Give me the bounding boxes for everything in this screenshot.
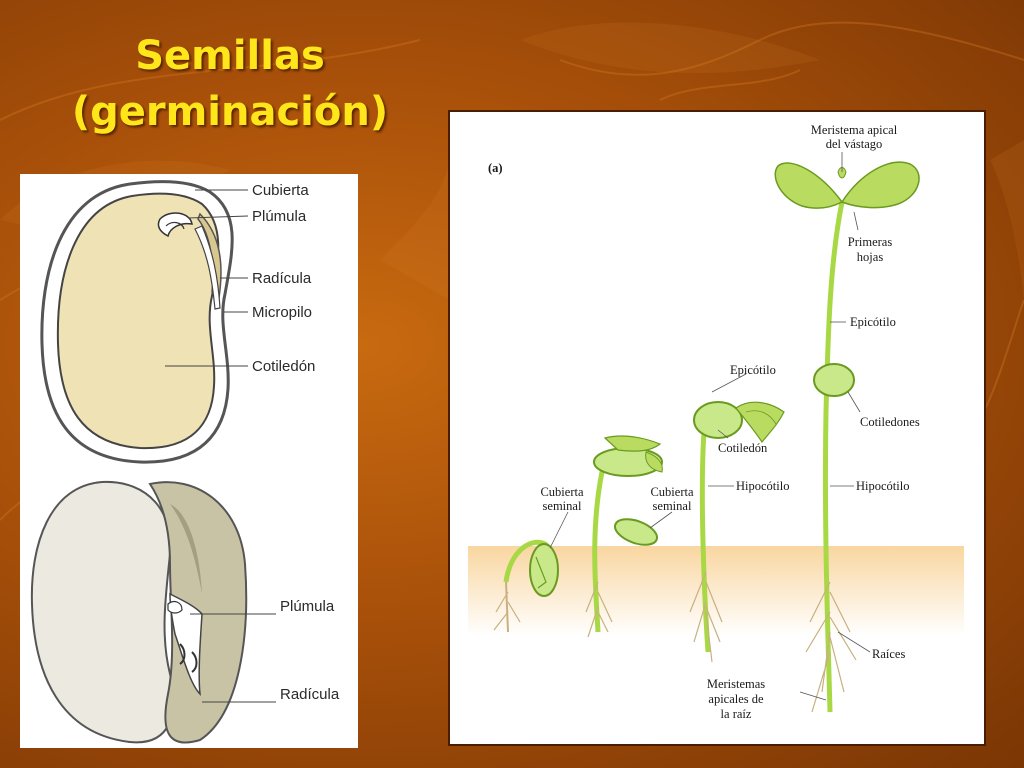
label-epicotilo-mid: Epicótilo bbox=[730, 363, 776, 377]
label-epicotilo-tall: Epicótilo bbox=[850, 315, 896, 329]
label-radicula-bottom: Radícula bbox=[280, 686, 340, 703]
label-cubierta-seminal-2a: Cubierta bbox=[650, 485, 693, 499]
seed-anatomy-panel: Cubierta Plúmula Radícula Micropilo Coti… bbox=[20, 174, 358, 748]
label-plumula-top: Plúmula bbox=[252, 208, 307, 225]
label-cubierta: Cubierta bbox=[252, 182, 309, 199]
label-primeras-hojas-2: hojas bbox=[857, 250, 884, 264]
label-meristemas-raiz-3: la raíz bbox=[721, 707, 752, 721]
right-leader-lines bbox=[549, 152, 871, 701]
label-meristemas-raiz-1: Meristemas bbox=[707, 677, 765, 691]
title-line-2: (germinación) bbox=[71, 89, 389, 135]
stage-4-plant bbox=[774, 161, 920, 713]
label-cubierta-seminal-1a: Cubierta bbox=[540, 485, 583, 499]
opened-seed bbox=[30, 480, 248, 744]
label-cubierta-seminal-2b: seminal bbox=[653, 499, 692, 513]
label-hipocotilo-mid: Hipocótilo bbox=[736, 479, 789, 493]
label-meristema-apical-1: Meristema apical bbox=[811, 123, 898, 137]
label-radicula-top: Radícula bbox=[252, 270, 312, 287]
seed-section bbox=[40, 180, 234, 464]
label-meristema-apical-2: del vástago bbox=[826, 137, 883, 151]
stage-2-seedling bbox=[585, 435, 663, 638]
label-plumula-bottom: Plúmula bbox=[280, 598, 335, 615]
label-cubierta-seminal-1b: seminal bbox=[543, 499, 582, 513]
panel-letter: (a) bbox=[488, 161, 503, 175]
label-meristemas-raiz-2: apicales de bbox=[708, 692, 764, 706]
germination-diagram: (a) bbox=[468, 123, 964, 721]
top-leader-lines bbox=[165, 189, 249, 367]
label-raices: Raíces bbox=[872, 647, 905, 661]
germination-panel: (a) bbox=[448, 110, 986, 746]
title-line-1: Semillas bbox=[135, 33, 325, 79]
stage-1-seedling bbox=[493, 539, 559, 633]
label-cotiledones: Cotiledones bbox=[860, 415, 920, 429]
label-cotiledon: Cotiledón bbox=[252, 358, 315, 375]
label-cotiledon-mid: Cotiledón bbox=[718, 441, 768, 455]
bottom-leader-lines bbox=[190, 613, 276, 703]
slide-title: Semillas (germinación) bbox=[60, 28, 400, 140]
label-micropilo: Micropilo bbox=[252, 304, 312, 321]
label-hipocotilo-tall: Hipocótilo bbox=[856, 479, 909, 493]
seed-anatomy-diagram: Cubierta Plúmula Radícula Micropilo Coti… bbox=[30, 180, 340, 744]
label-primeras-hojas-1: Primeras bbox=[848, 235, 893, 249]
stage-3-seedling bbox=[689, 401, 785, 663]
